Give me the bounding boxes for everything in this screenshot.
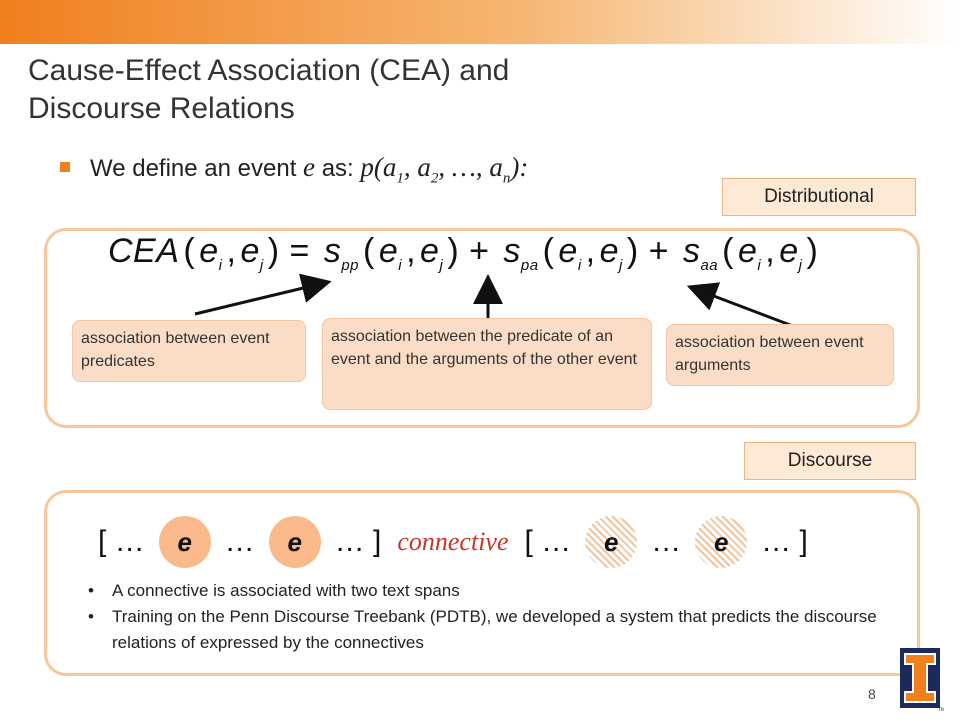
span1-open: [ …	[98, 525, 145, 558]
page-number: 8	[868, 686, 876, 702]
span1-mid: …	[224, 525, 255, 558]
callout-predicate-arguments: association between the predicate of an …	[322, 318, 652, 410]
note-item: Training on the Penn Discourse Treebank …	[88, 604, 908, 656]
bullet-formula: p(a1, a2, …, an):	[360, 152, 529, 187]
bullet-square-icon	[60, 161, 70, 172]
distributional-tag: Distributional	[722, 178, 916, 216]
event-circle-hatched: e	[695, 516, 748, 568]
bullet-prefix: We define an event	[90, 155, 297, 182]
svg-text:TM: TM	[938, 707, 944, 712]
bullet-as: as:	[321, 155, 354, 182]
definition-bullet: We define an event e as: p(a1, a2, …, an…	[60, 152, 528, 187]
span1-close: … ]	[334, 525, 382, 558]
event-circle: e	[158, 516, 211, 568]
span2-open: [ …	[524, 525, 572, 558]
callout-predicates: association between event predicates	[72, 320, 306, 382]
note-item: A connective is associated with two text…	[88, 578, 908, 604]
bullet-event-var: e	[303, 152, 316, 182]
discourse-notes: A connective is associated with two text…	[88, 578, 908, 656]
connective-label: connective	[397, 527, 509, 556]
connective-spans: [ … e … e … ] connective [ … e … e … ]	[90, 512, 816, 572]
callout-arguments: association between event arguments	[666, 324, 894, 386]
cea-equation: CEA(ei,ej) = spp(ei,ej) + spa(ei,ej) + s…	[108, 232, 819, 274]
university-block-i-logo-icon: TM	[900, 648, 944, 712]
top-accent-bar	[0, 0, 960, 44]
event-circle-hatched: e	[585, 516, 638, 568]
discourse-tag: Discourse	[744, 442, 916, 480]
slide-title: Cause-Effect Association (CEA) and Disco…	[28, 52, 509, 128]
span2-mid: …	[651, 525, 682, 558]
title-line-1: Cause-Effect Association (CEA) and	[28, 54, 510, 87]
title-line-2: Discourse Relations	[28, 92, 295, 125]
event-circle: e	[268, 516, 321, 568]
span2-close: … ]	[761, 525, 808, 558]
